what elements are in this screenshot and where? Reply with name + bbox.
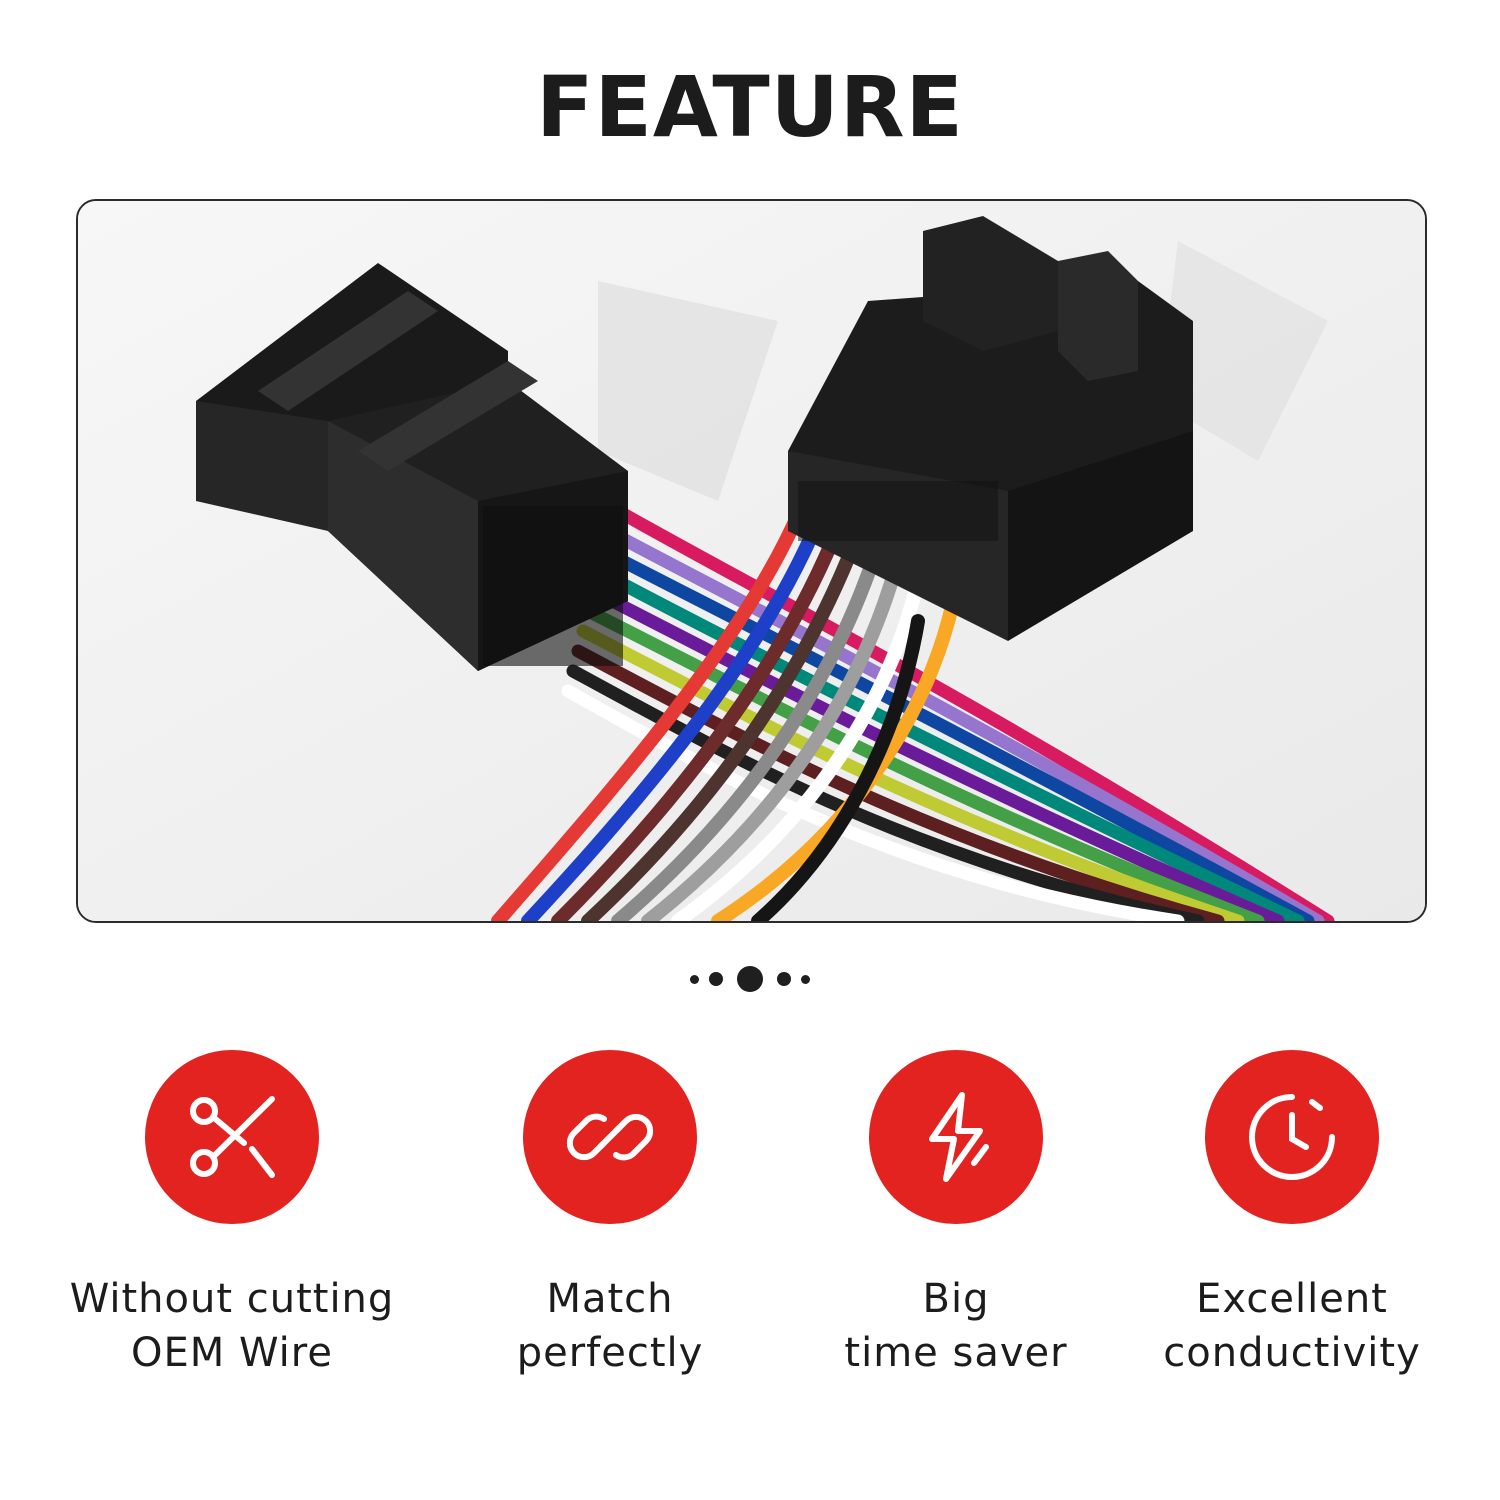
feature-badge <box>523 1050 697 1224</box>
feature-conductivity: Excellent conductivity <box>1122 1050 1462 1380</box>
carousel-dot[interactable] <box>709 972 723 986</box>
wire-harness-illustration <box>78 201 1425 921</box>
carousel-dot[interactable] <box>801 974 810 984</box>
carousel-indicator[interactable] <box>0 962 1500 996</box>
feature-label-line1: Match <box>546 1276 674 1322</box>
feature-label-line1: Excellent <box>1196 1276 1388 1322</box>
carousel-dot[interactable] <box>777 972 791 986</box>
feature-label-line1: Big <box>922 1276 990 1322</box>
carousel-dot[interactable] <box>690 974 699 984</box>
feature-label-line2: OEM Wire <box>131 1330 333 1376</box>
carousel-dot-active[interactable] <box>737 966 763 992</box>
feature-time-saver: Big time saver <box>786 1050 1126 1380</box>
feature-badge <box>1205 1050 1379 1224</box>
feature-label-line2: time saver <box>844 1330 1068 1376</box>
feature-badge <box>145 1050 319 1224</box>
feature-without-cutting: Without cutting OEM Wire <box>62 1050 402 1380</box>
clock-icon <box>1249 1094 1335 1180</box>
feature-label-line1: Without cutting <box>69 1276 395 1322</box>
page-title: FEATURE <box>536 58 964 156</box>
feature-match-perfectly: Match perfectly <box>440 1050 780 1380</box>
feature-badge <box>869 1050 1043 1224</box>
feature-label-line2: conductivity <box>1163 1330 1421 1376</box>
link-icon <box>566 1113 654 1161</box>
scissors-icon <box>190 1096 275 1178</box>
product-photo <box>76 199 1427 923</box>
lightning-icon <box>929 1092 989 1182</box>
feature-label-line2: perfectly <box>516 1330 704 1376</box>
